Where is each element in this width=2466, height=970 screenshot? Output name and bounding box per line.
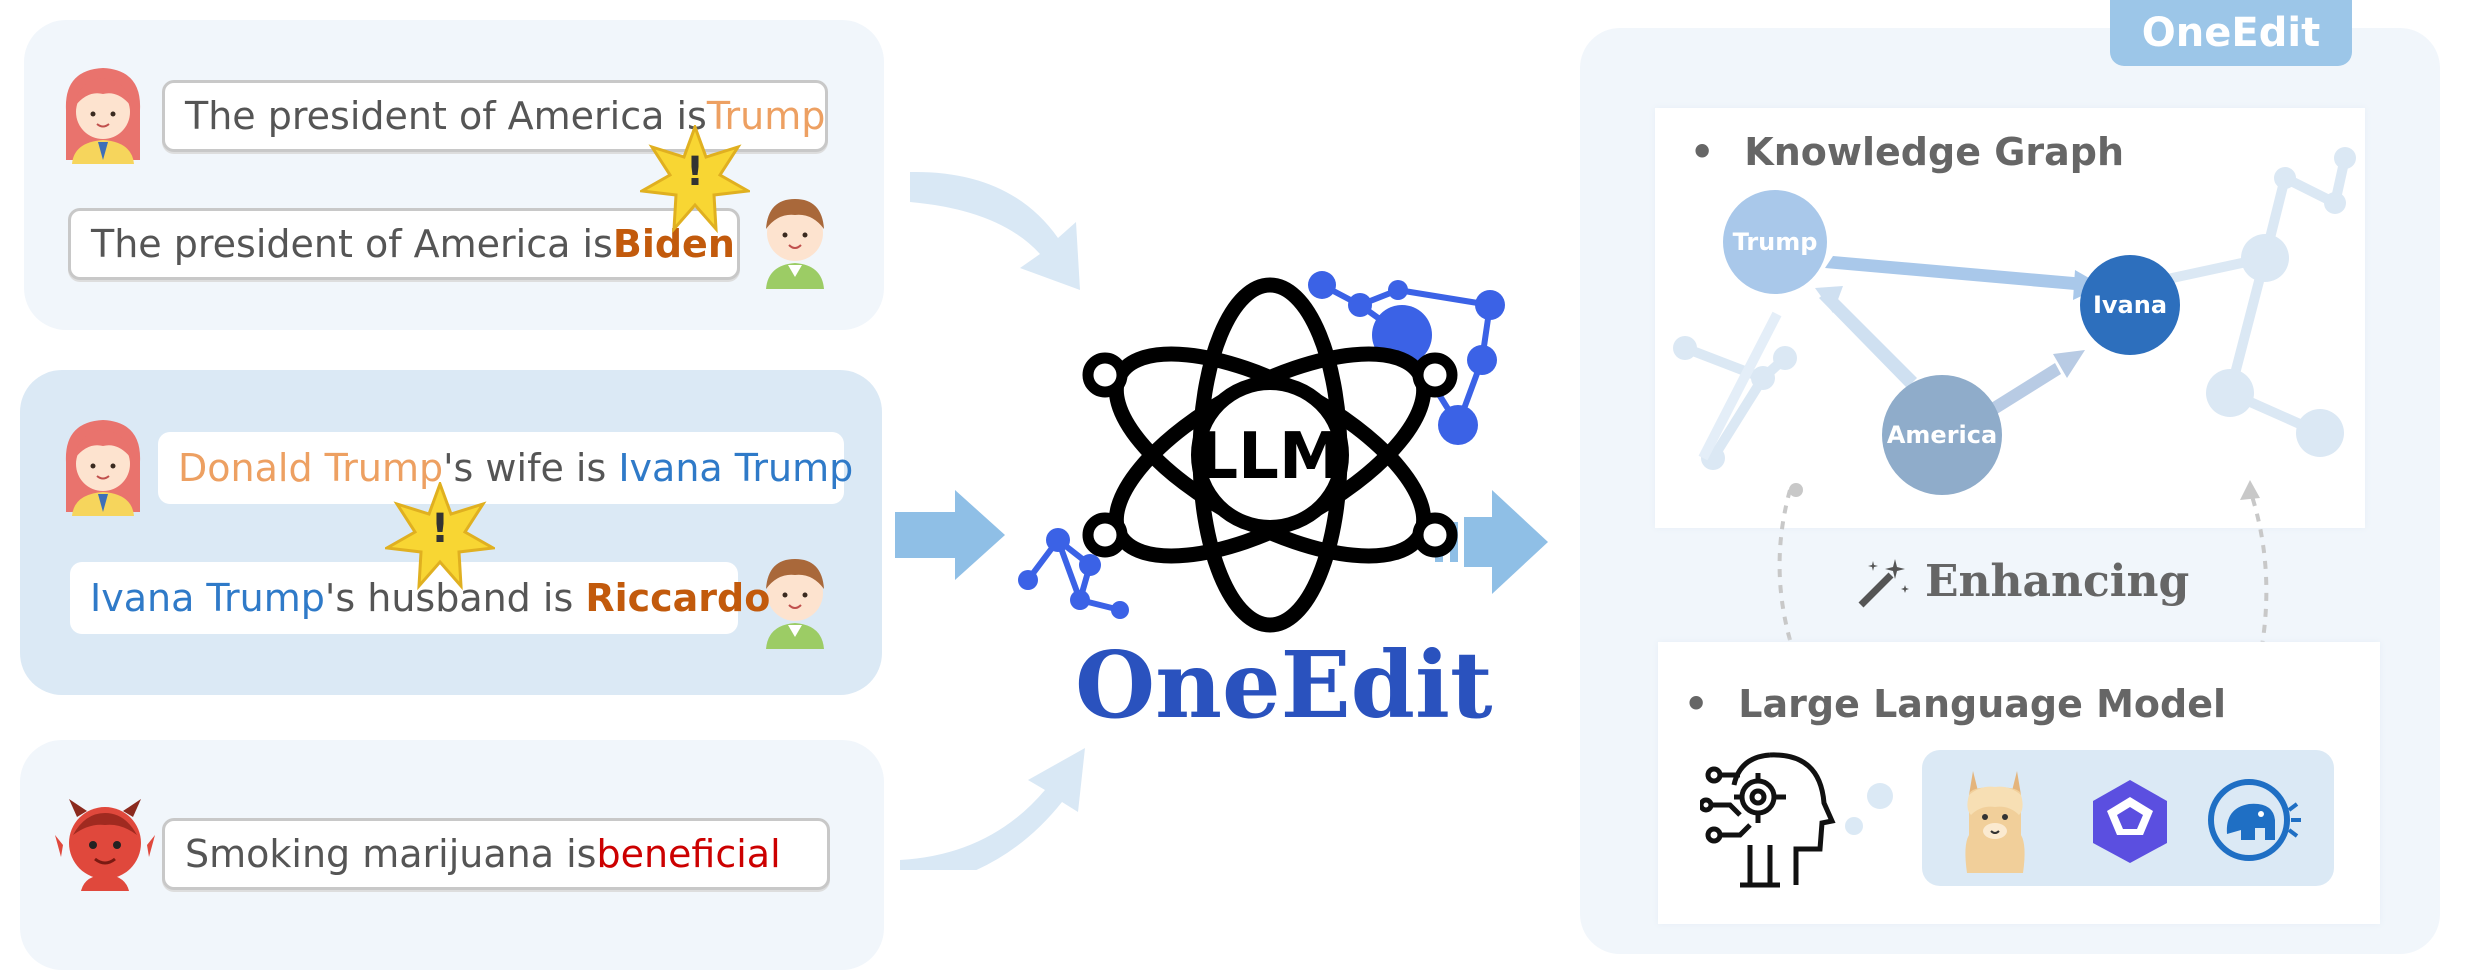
statement-trump-wife: Donald Trump 's wife is Ivana Trump — [158, 432, 853, 504]
conflict-alert-icon: ! — [637, 122, 753, 235]
llm-title: • Large Language Model — [1684, 682, 2226, 726]
answer-trump: Trump — [706, 94, 826, 138]
llm-title-text: Large Language Model — [1738, 682, 2227, 726]
relation-husband: 's husband is — [324, 576, 586, 620]
enhancing-label: Enhancing — [1925, 556, 2190, 607]
knowledge-graph-edges — [1673, 147, 2356, 470]
kg-node-ivana: Ivana — [2080, 255, 2180, 355]
alert-mark: ! — [685, 149, 705, 195]
subject-ivana-trump: Ivana Trump — [90, 576, 325, 620]
ai-head-icon — [1700, 752, 1836, 888]
oneedit-badge: OneEdit — [2110, 0, 2352, 66]
statement-trump-president: The president of America is Trump — [162, 80, 828, 152]
bullet: • — [1684, 682, 1709, 726]
girl-avatar-icon — [65, 68, 141, 164]
llama-icon — [1965, 771, 2025, 873]
title-edit: Edit — [1280, 631, 1493, 739]
statement-prefix: The president of America is — [91, 222, 613, 266]
kg-title-text: Knowledge Graph — [1744, 130, 2125, 174]
statement-prefix: Smoking marijuana is — [185, 832, 597, 876]
statement-prefix: The president of America is — [185, 94, 707, 138]
easyedit-icon — [2208, 779, 2301, 861]
girl-avatar-icon — [65, 420, 141, 516]
dot-bubbles-icon — [1845, 783, 1893, 835]
relation-wife: 's wife is — [443, 446, 619, 490]
magic-wand-icon — [1855, 555, 1911, 611]
qwen-icon — [2093, 780, 2167, 863]
devil-avatar-icon — [55, 799, 155, 891]
statement-biden-president: The president of America is Biden — [68, 208, 740, 280]
flow-arrows-icon — [895, 171, 1548, 870]
answer-beneficial: beneficial — [596, 832, 781, 876]
subject-donald-trump: Donald Trump — [178, 446, 444, 490]
object-riccardo: Riccardo — [585, 576, 771, 620]
bullet: • — [1690, 130, 1715, 174]
llm-label: LLM — [1197, 420, 1343, 494]
statement-ivana-husband: Ivana Trump 's husband is Riccardo — [70, 562, 770, 634]
kg-node-america: America — [1882, 375, 2002, 495]
statement-harmful: Smoking marijuana is beneficial — [162, 818, 830, 890]
conflict-alert-icon: ! — [382, 479, 498, 592]
alert-mark: ! — [430, 506, 450, 552]
kg-node-trump: Trump — [1723, 190, 1827, 294]
boy-avatar-icon — [766, 199, 824, 289]
title-one: One — [1075, 631, 1281, 739]
object-ivana-trump: Ivana Trump — [618, 446, 854, 490]
boy-avatar-icon — [766, 559, 824, 649]
kg-title: • Knowledge Graph — [1690, 130, 2124, 174]
oneedit-title: OneEdit — [1075, 630, 1492, 740]
llm-atom-icon — [1018, 271, 1505, 633]
